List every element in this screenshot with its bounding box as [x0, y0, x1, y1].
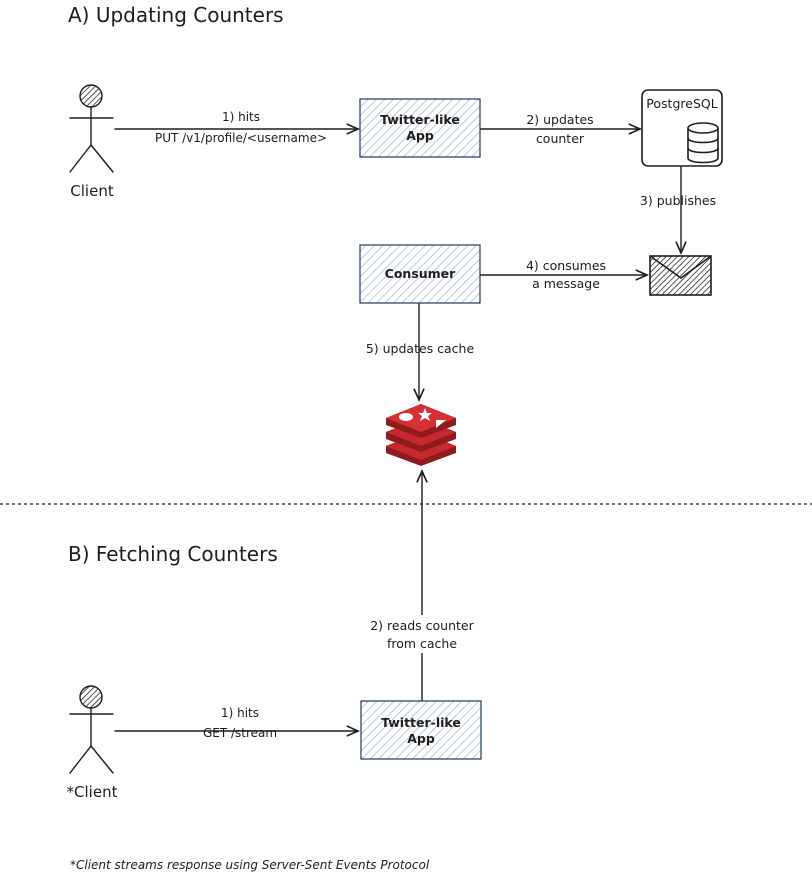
client-b-label: *Client: [67, 783, 118, 801]
consumer-title: Consumer: [385, 266, 457, 281]
edge-consumer-to-queue: 4) consumes a message: [480, 258, 647, 291]
client-a-label: Client: [70, 182, 114, 200]
footnote: *Client streams response using Server-Se…: [70, 858, 430, 872]
stick-figure-icon: [69, 84, 114, 173]
redis-icon: [386, 404, 456, 466]
edge-app-to-postgres: 2) updates counter: [480, 112, 640, 146]
edge-a4-label-2: a message: [532, 276, 600, 291]
redis-cache-node: [386, 404, 456, 466]
app-b-title-1: Twitter-like: [381, 715, 461, 730]
edge-postgres-to-queue: 3) publishes: [640, 166, 716, 253]
message-queue-node: [649, 255, 712, 296]
database-icon: [687, 122, 719, 164]
edge-consumer-to-cache: 5) updates cache: [366, 303, 475, 400]
edge-client-to-app-b: 1) hits GET /stream: [114, 706, 358, 740]
twitter-like-app-b: Twitter-like App: [360, 700, 482, 760]
edge-a1-label-1: 1) hits: [222, 110, 260, 124]
edge-client-to-app-a: 1) hits PUT /v1/profile/<username>: [114, 110, 358, 145]
envelope-icon: [649, 255, 712, 296]
twitter-like-app-a: Twitter-like App: [359, 98, 481, 158]
edge-app-b-to-cache: 2) reads counter from cache: [366, 471, 478, 701]
edge-b1-label-1: 1) hits: [221, 706, 259, 720]
stick-figure-icon: [69, 685, 114, 774]
postgresql-node: PostgreSQL: [641, 89, 723, 167]
edge-b2-label-1: 2) reads counter: [370, 618, 474, 633]
app-a-title-1: Twitter-like: [380, 112, 460, 127]
section-a-title: A) Updating Counters: [68, 3, 284, 27]
section-b-title: B) Fetching Counters: [68, 542, 278, 566]
edge-b1-label-2: GET /stream: [203, 726, 277, 740]
client-a-actor: Client: [69, 84, 114, 200]
edge-a1-label-2: PUT /v1/profile/<username>: [155, 131, 327, 145]
client-b-actor: *Client: [67, 685, 118, 801]
edge-a4-label-1: 4) consumes: [526, 258, 606, 273]
consumer-node: Consumer: [359, 244, 481, 304]
postgres-label: PostgreSQL: [646, 96, 717, 111]
app-a-title-2: App: [406, 128, 434, 143]
edge-a2-label-1: 2) updates: [526, 112, 593, 127]
edge-a5-label: 5) updates cache: [366, 341, 475, 356]
edge-a2-label-2: counter: [536, 131, 585, 146]
edge-a3-label: 3) publishes: [640, 193, 716, 208]
edge-b2-label-2: from cache: [387, 636, 457, 651]
app-b-title-2: App: [407, 731, 435, 746]
